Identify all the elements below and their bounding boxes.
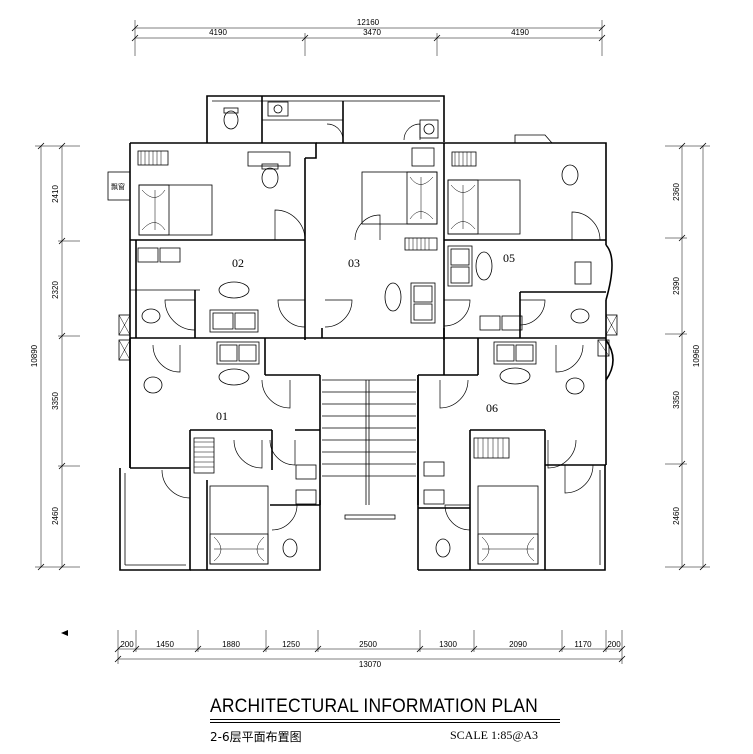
bay-window-label: 飘窗: [111, 182, 125, 191]
dim-bottom-segment: 1880: [222, 640, 240, 649]
dim-top-total: 12160: [357, 18, 380, 27]
door-swing: [152, 123, 601, 531]
dim-bottom-segment: 2500: [359, 640, 377, 649]
dim-bottom-segment: 200: [120, 640, 134, 649]
dim-left-segment: 2410: [51, 185, 60, 203]
dim-left-total: 10890: [30, 344, 39, 367]
dim-right-segment: 3350: [672, 391, 681, 409]
bottom-dimension-line: 200 1450 1880 1250 2500 1300 2090 1170 2…: [114, 630, 626, 669]
dim-top-segment: 3470: [363, 28, 381, 37]
dim-bottom-segment: 1250: [282, 640, 300, 649]
marker-icon: [61, 630, 68, 636]
dim-right-segment: 2460: [672, 507, 681, 525]
dim-bottom-segment: 2090: [509, 640, 527, 649]
dim-left-segment: 3350: [51, 392, 60, 410]
drawing-title: ARCHITECTURAL INFORMATION PLAN: [210, 696, 538, 717]
bed: [477, 485, 539, 565]
dim-bottom-segment: 1300: [439, 640, 457, 649]
windows: [118, 314, 618, 361]
bed: [447, 179, 521, 235]
left-dimension-line: 10890 2410 2320 3350 2460: [30, 142, 80, 571]
room-label-03: 03: [348, 256, 360, 270]
right-dimension-line: 2360 2390 3350 2460 10960: [665, 142, 710, 571]
bed: [138, 184, 213, 236]
room-label-05: 05: [503, 251, 515, 265]
coffee-table: [218, 251, 531, 386]
dim-right-segment: 2360: [672, 183, 681, 201]
dim-top-segment: 4190: [511, 28, 529, 37]
bay-window: [107, 171, 131, 201]
title-underline: [210, 719, 560, 720]
drawing-subtitle: 2-6层平面布置图: [210, 730, 302, 744]
room-label-02: 02: [232, 256, 244, 270]
dim-right-total: 10960: [692, 344, 701, 367]
sofa: [209, 245, 537, 365]
dim-left-segment: 2320: [51, 281, 60, 299]
dim-right-segment: 2390: [672, 277, 681, 295]
dim-bottom-total: 13070: [359, 660, 382, 669]
staircase: [322, 379, 416, 520]
building-walls: [119, 95, 614, 571]
room-label-06: 06: [486, 401, 498, 415]
drawing-scale: SCALE 1:85@A3: [450, 728, 539, 742]
sink-icon: [137, 101, 592, 505]
top-dimension-line: 12160 4190 3470 4190: [131, 18, 606, 56]
dim-top-segment: 4190: [209, 28, 227, 37]
bed: [361, 171, 438, 225]
dim-bottom-segment: 200: [607, 640, 621, 649]
room-label-01: 01: [216, 409, 228, 423]
toilet-icon: [141, 107, 590, 558]
dim-bottom-segment: 1450: [156, 640, 174, 649]
title-underline: [210, 722, 560, 723]
wardrobe: [137, 150, 510, 474]
dim-left-segment: 2460: [51, 507, 60, 525]
bed: [209, 485, 269, 565]
dim-bottom-segment: 1170: [574, 640, 592, 649]
